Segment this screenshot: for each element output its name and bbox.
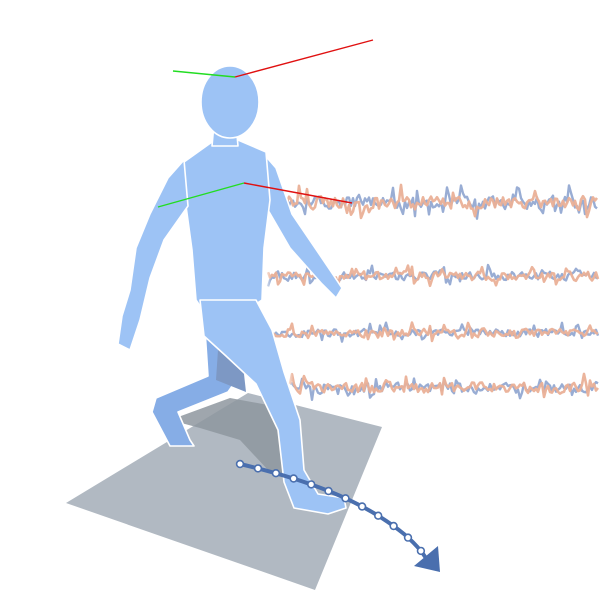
torso-axis-green [157,182,245,208]
trajectory-waypoint [289,474,298,483]
head [200,65,260,139]
trajectory-waypoint [235,459,245,469]
head-axis-green [172,70,236,78]
head-axis-red [234,39,374,78]
torso [183,139,271,319]
trajectory-waypoint [374,511,383,520]
signal-traces [264,171,600,414]
trajectory-waypoint [307,480,316,489]
trajectory-waypoint [357,502,367,511]
arrow-head-icon [414,546,440,572]
floor-plane [66,393,382,590]
trajectory-waypoint [389,521,398,531]
human-figure-icon [117,65,347,515]
torso-axis-red [243,182,353,204]
signal-fade-4 [286,362,346,414]
head-sensor-axes [172,39,374,78]
trajectory-waypoint [341,494,350,503]
trajectory-waypoint [403,533,413,542]
trajectory-path [235,459,440,572]
trajectory-waypoint [416,546,426,556]
left-arm [117,159,189,351]
trajectory-waypoint [253,464,263,473]
trajectory-waypoint [271,469,281,478]
trajectory-waypoint [324,486,333,496]
signal-fade-3 [268,311,328,355]
figure-shadow [170,398,300,480]
torso-sensor-axes [157,182,353,208]
right-leg [199,299,347,515]
